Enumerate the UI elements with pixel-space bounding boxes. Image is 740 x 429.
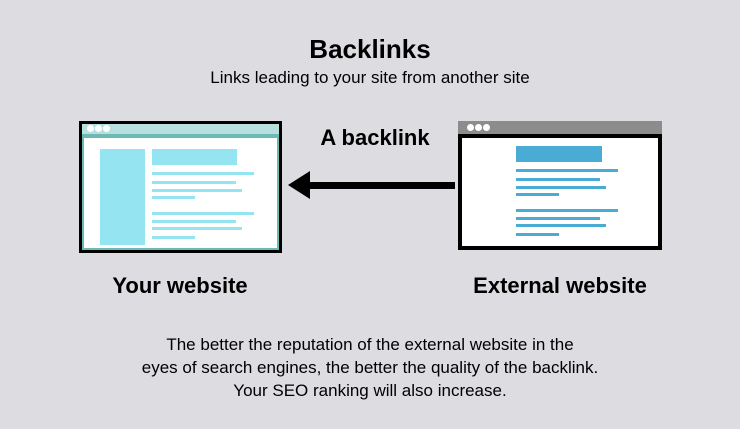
- description: The better the reputation of the externa…: [0, 333, 740, 402]
- window-dot-icon: [483, 124, 490, 131]
- text-line: [516, 193, 559, 196]
- window-dot-icon: [87, 125, 94, 132]
- text-line: [152, 212, 254, 215]
- description-line: The better the reputation of the externa…: [166, 335, 574, 354]
- text-line: [152, 220, 236, 223]
- window-dot-icon: [95, 125, 102, 132]
- text-line: [516, 209, 618, 212]
- text-line: [516, 224, 606, 227]
- header-block: [152, 149, 237, 165]
- text-line: [152, 181, 236, 184]
- description-line: eyes of search engines, the better the q…: [141, 358, 599, 377]
- browser-bar: [458, 121, 662, 134]
- text-line: [152, 172, 254, 175]
- browser-bar: [82, 124, 279, 138]
- diagram-title: Backlinks: [309, 34, 431, 64]
- page-body: [82, 138, 279, 250]
- your-website-caption: Your website: [112, 273, 248, 298]
- text-line: [516, 217, 600, 220]
- text-line: [516, 186, 606, 189]
- diagram-subtitle: Links leading to your site from another …: [210, 68, 530, 87]
- backlink-label: A backlink: [320, 125, 430, 150]
- header-block: [516, 146, 602, 162]
- external-website-caption: External website: [473, 273, 647, 298]
- text-line: [516, 169, 618, 172]
- text-line: [152, 196, 195, 199]
- text-line: [152, 227, 242, 230]
- arrow-head-icon: [288, 171, 310, 199]
- window-dot-icon: [103, 125, 110, 132]
- window-dot-icon: [467, 124, 474, 131]
- backlink-arrow: [305, 182, 455, 189]
- sidebar-block: [100, 149, 145, 245]
- your-website-window: [79, 121, 282, 253]
- description-line: Your SEO ranking will also increase.: [233, 381, 507, 400]
- window-dot-icon: [475, 124, 482, 131]
- text-line: [152, 236, 195, 239]
- text-line: [152, 189, 242, 192]
- external-website-window: [458, 121, 662, 250]
- text-line: [516, 233, 559, 236]
- text-line: [516, 178, 600, 181]
